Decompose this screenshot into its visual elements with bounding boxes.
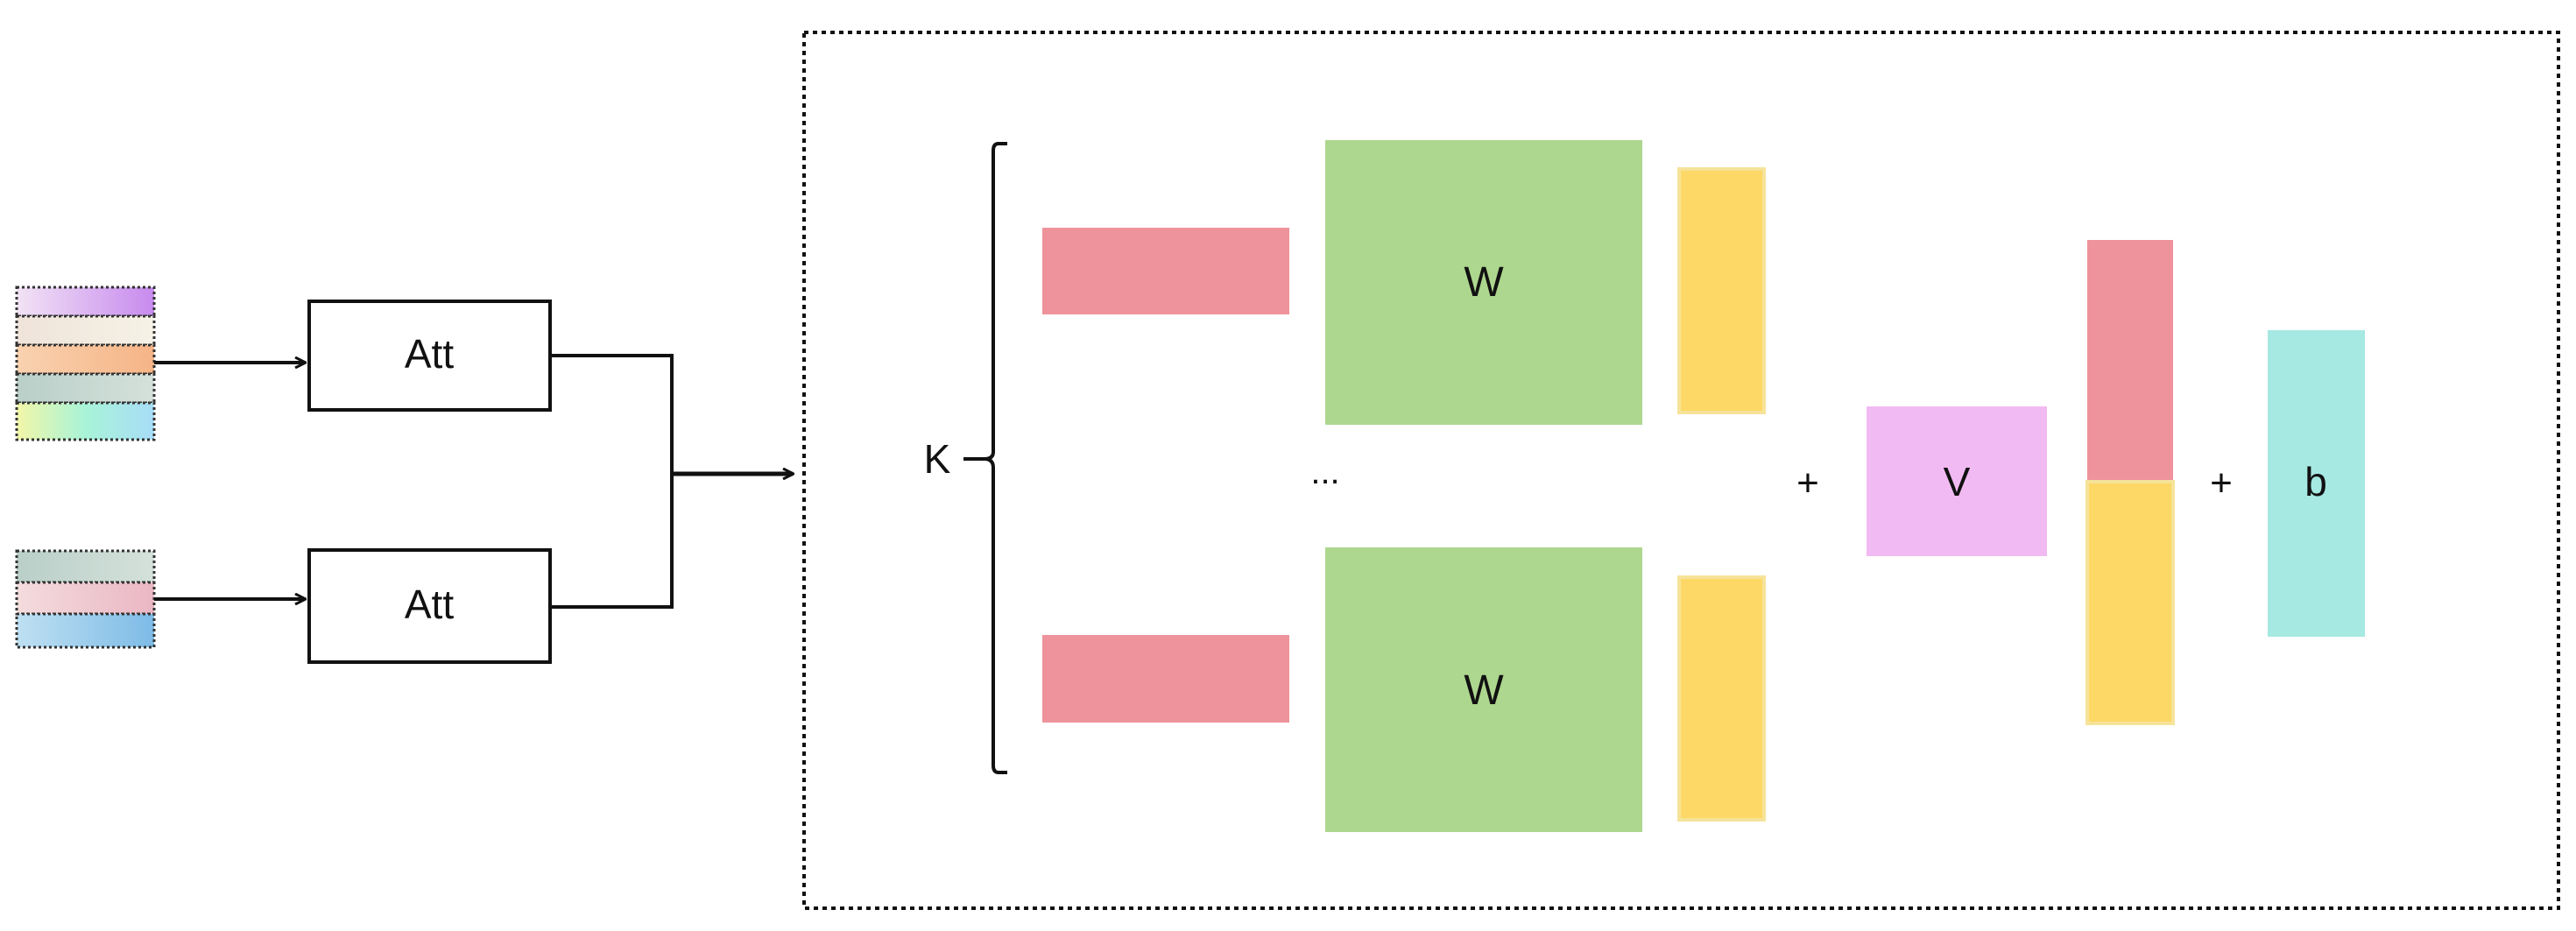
input-strip bbox=[15, 401, 156, 441]
k-label: K bbox=[924, 436, 951, 482]
red-vector-top bbox=[1042, 228, 1289, 314]
input-strip bbox=[15, 549, 156, 584]
att-bottom-connector bbox=[550, 474, 674, 609]
plus-sign-1: + bbox=[1796, 462, 1819, 504]
att-bottom-label: Att bbox=[405, 582, 454, 627]
red-vector-bottom bbox=[1042, 635, 1289, 723]
att-top-connector bbox=[550, 354, 674, 474]
detail-container bbox=[802, 31, 2560, 910]
bias-vector bbox=[2268, 330, 2365, 637]
ellipsis: ... bbox=[1310, 453, 1339, 491]
input-strip bbox=[15, 581, 156, 616]
input-stack-top bbox=[15, 286, 156, 441]
concat-yellow-part bbox=[2086, 480, 2175, 725]
att-box-bottom bbox=[307, 548, 552, 664]
att-top-label: Att bbox=[405, 331, 454, 377]
w-matrix-bottom bbox=[1325, 547, 1642, 832]
b-label: b bbox=[2304, 459, 2327, 504]
plus-sign-2: + bbox=[2210, 462, 2233, 504]
w-matrix-top bbox=[1325, 140, 1642, 425]
yellow-vector-bottom bbox=[1677, 575, 1766, 822]
w-bottom-label: W bbox=[1464, 667, 1504, 714]
yellow-vector-top bbox=[1677, 167, 1766, 414]
input-strip bbox=[15, 286, 156, 318]
input-strip bbox=[15, 372, 156, 405]
concat-red-part bbox=[2087, 240, 2173, 482]
w-top-label: W bbox=[1464, 259, 1504, 306]
input-stack-bottom bbox=[15, 549, 156, 649]
input-strip bbox=[15, 343, 156, 376]
v-label: V bbox=[1944, 459, 1971, 504]
v-matrix bbox=[1867, 406, 2047, 556]
input-strip bbox=[15, 314, 156, 347]
k-brace bbox=[963, 142, 1007, 774]
input-strip bbox=[15, 612, 156, 649]
